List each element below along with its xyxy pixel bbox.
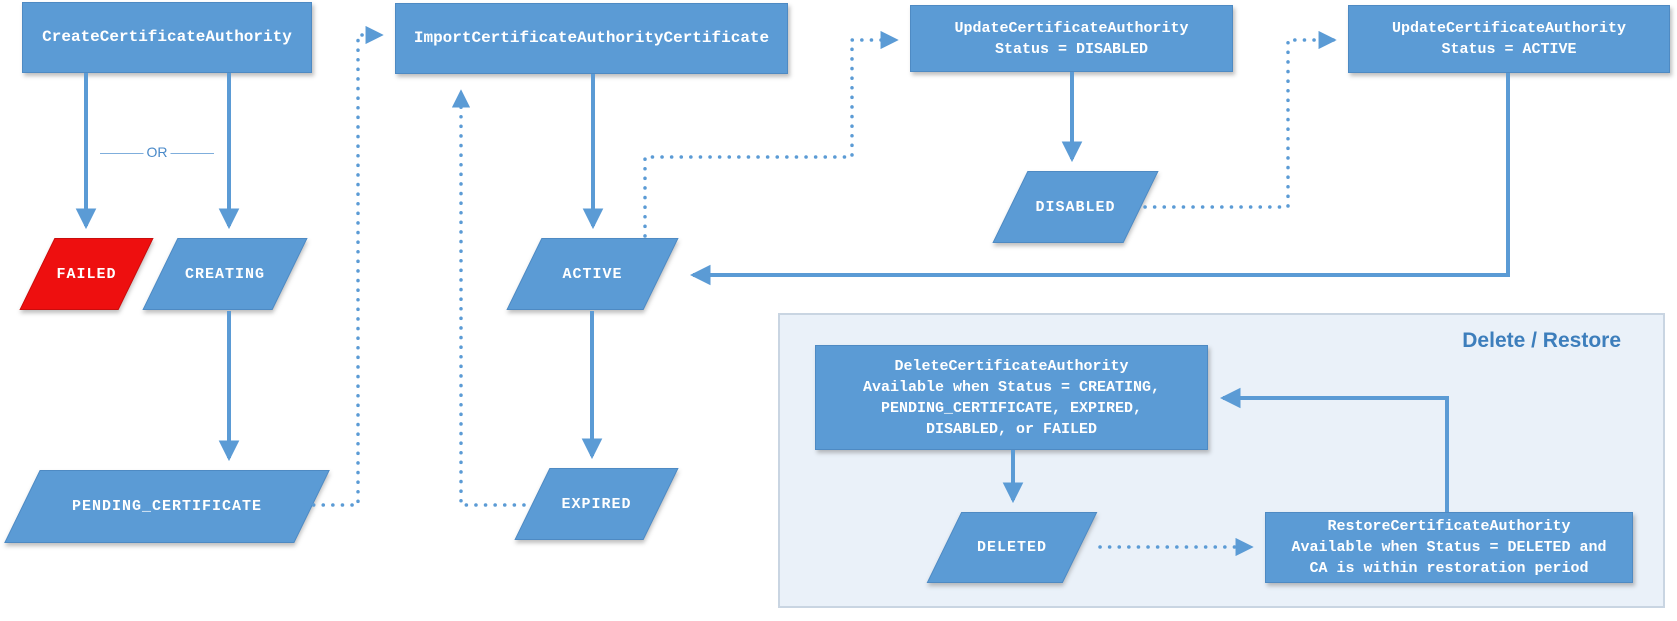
dotted-arrow-pending-to-import — [302, 25, 384, 507]
state-label: CREATING — [184, 265, 265, 283]
state-failed: FAILED — [19, 238, 154, 310]
state-label: EXPIRED — [561, 495, 632, 513]
node-label-line3: CA is within restoration period — [1309, 560, 1589, 577]
node-delete-certificate-authority: DeleteCertificateAuthority Available whe… — [815, 345, 1208, 450]
state-active: ACTIVE — [506, 238, 679, 310]
state-label: PENDING_CERTIFICATE — [71, 498, 263, 515]
node-update-certificate-authority-active: UpdateCertificateAuthority Status = ACTI… — [1348, 5, 1670, 73]
state-pending-certificate: PENDING_CERTIFICATE — [4, 470, 330, 543]
state-label: DELETED — [976, 539, 1047, 556]
node-label-line2: Status = ACTIVE — [1441, 41, 1577, 58]
node-label: CreateCertificateAuthority — [42, 28, 292, 46]
node-label-line2: Status = DISABLED — [994, 40, 1149, 58]
node-restore-certificate-authority: RestoreCertificateAuthority Available wh… — [1265, 512, 1633, 583]
state-label: FAILED — [56, 265, 117, 283]
state-creating: CREATING — [142, 238, 308, 310]
node-label-line1: UpdateCertificateAuthority — [1391, 20, 1627, 37]
panel-title: Delete / Restore — [1462, 329, 1621, 352]
state-disabled: DISABLED — [992, 171, 1159, 243]
state-label: ACTIVE — [562, 265, 623, 283]
node-label-line2: Available when Status = DELETED and — [1291, 539, 1607, 556]
node-label-line1: UpdateCertificateAuthority — [954, 19, 1189, 37]
node-label-line4: DISABLED, or FAILED — [925, 420, 1098, 438]
node-label-line2: Available when Status = CREATING, — [862, 378, 1161, 396]
node-label: ImportCertificateAuthorityCertificate — [413, 29, 770, 47]
node-import-certificate-authority-certificate: ImportCertificateAuthorityCertificate — [395, 3, 788, 74]
node-label-line1: DeleteCertificateAuthority — [894, 357, 1129, 375]
state-label: DISABLED — [1035, 198, 1116, 216]
node-label-line1: RestoreCertificateAuthority — [1327, 518, 1571, 535]
or-label: OR — [143, 144, 171, 160]
node-update-certificate-authority-disabled: UpdateCertificateAuthority Status = DISA… — [910, 5, 1233, 72]
state-deleted: DELETED — [926, 512, 1098, 583]
state-expired: EXPIRED — [514, 468, 679, 540]
node-create-certificate-authority: CreateCertificateAuthority — [22, 2, 312, 73]
node-label-line3: PENDING_CERTIFICATE, EXPIRED, — [880, 399, 1143, 417]
or-separator: OR — [100, 144, 214, 164]
